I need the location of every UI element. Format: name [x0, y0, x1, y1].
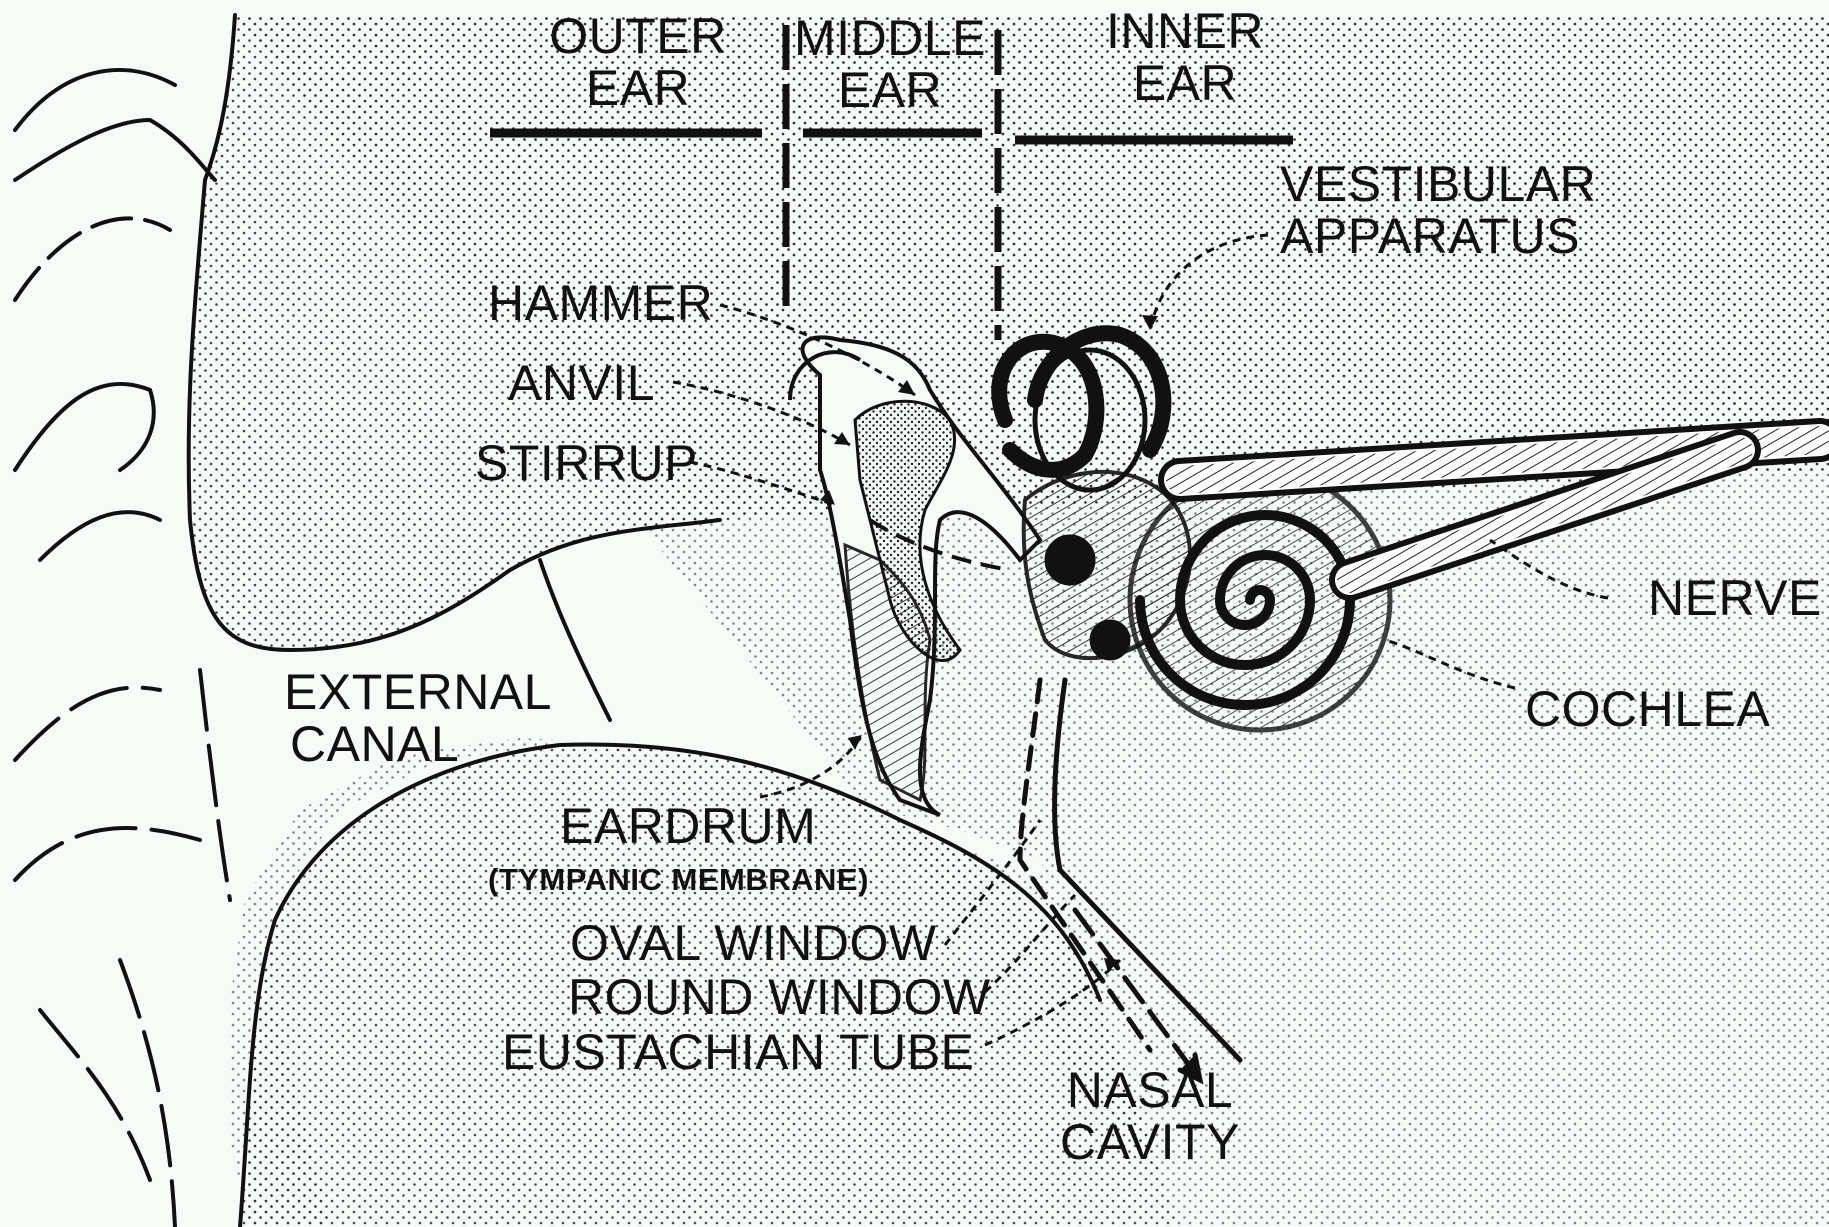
middle-ear-heading-line2: EAR — [790, 64, 990, 116]
inner-ear-heading-line1: INNER — [1085, 5, 1285, 57]
vestibular-label-line2: APPARATUS — [1280, 210, 1596, 262]
outer-ear-heading-line1: OUTER — [548, 10, 728, 62]
nasal-cavity-label: NASAL CAVITY — [1045, 1064, 1255, 1168]
vestibular-apparatus-label: VESTIBULAR APPARATUS — [1280, 158, 1596, 262]
round-window-label: ROUND WINDOW — [568, 971, 991, 1023]
nerve-label: NERVE — [1648, 572, 1822, 624]
outer-ear-heading-line2: EAR — [548, 62, 728, 114]
external-canal-label: EXTERNAL CANAL — [284, 666, 552, 770]
outer-ear-heading: OUTER EAR — [548, 10, 728, 114]
hammer-label: HAMMER — [488, 277, 713, 329]
oval-window-label: OVAL WINDOW — [570, 917, 937, 969]
external-canal-line1: EXTERNAL — [284, 666, 552, 718]
tympanic-membrane-label: (TYMPANIC MEMBRANE) — [488, 863, 869, 897]
eardrum-label: EARDRUM — [560, 800, 816, 852]
stirrup-label: STIRRUP — [475, 437, 698, 489]
vestibular-label-line1: VESTIBULAR — [1280, 158, 1596, 210]
inner-ear-heading: INNER EAR — [1085, 5, 1285, 109]
inner-ear-heading-line2: EAR — [1085, 57, 1285, 109]
middle-ear-heading-line1: MIDDLE — [790, 12, 990, 64]
anvil-label: ANVIL — [508, 357, 655, 409]
nasal-cavity-line1: NASAL — [1045, 1064, 1255, 1116]
external-canal-line2: CANAL — [284, 718, 552, 770]
middle-ear-heading: MIDDLE EAR — [790, 12, 990, 116]
eustachian-tube-label: EUSTACHIAN TUBE — [502, 1026, 974, 1078]
cochlea-label: COCHLEA — [1525, 683, 1770, 735]
nasal-cavity-line2: CAVITY — [1045, 1116, 1255, 1168]
